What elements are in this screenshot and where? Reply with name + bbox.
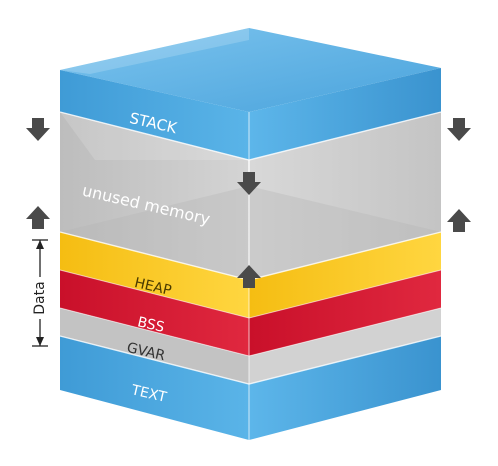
unused-right-face bbox=[249, 112, 441, 280]
data-bracket-label: Data bbox=[32, 281, 48, 314]
heap-right-face bbox=[249, 232, 441, 318]
right-up-arrow-icon bbox=[447, 209, 471, 232]
bss-label: BSS bbox=[136, 314, 166, 336]
bss-left-face bbox=[60, 270, 249, 356]
left-up-arrow-icon bbox=[26, 206, 50, 229]
left-down-arrow-icon bbox=[26, 118, 50, 141]
stack-top-face bbox=[60, 28, 441, 112]
heap-left-face bbox=[60, 232, 249, 318]
stack-right-face bbox=[249, 68, 441, 160]
bss-right-face bbox=[249, 270, 441, 356]
gvar-right-face bbox=[249, 308, 441, 384]
center-down-arrow-icon bbox=[237, 172, 261, 195]
data-bracket: Data bbox=[30, 239, 50, 347]
center-up-arrow-icon bbox=[237, 265, 261, 288]
stack-left-face bbox=[60, 70, 249, 160]
text-left-face bbox=[60, 336, 249, 440]
unused-left-face bbox=[60, 112, 249, 280]
gvar-left-face bbox=[60, 308, 249, 384]
right-down-arrow-icon bbox=[447, 118, 471, 141]
text-right-face bbox=[249, 336, 441, 440]
